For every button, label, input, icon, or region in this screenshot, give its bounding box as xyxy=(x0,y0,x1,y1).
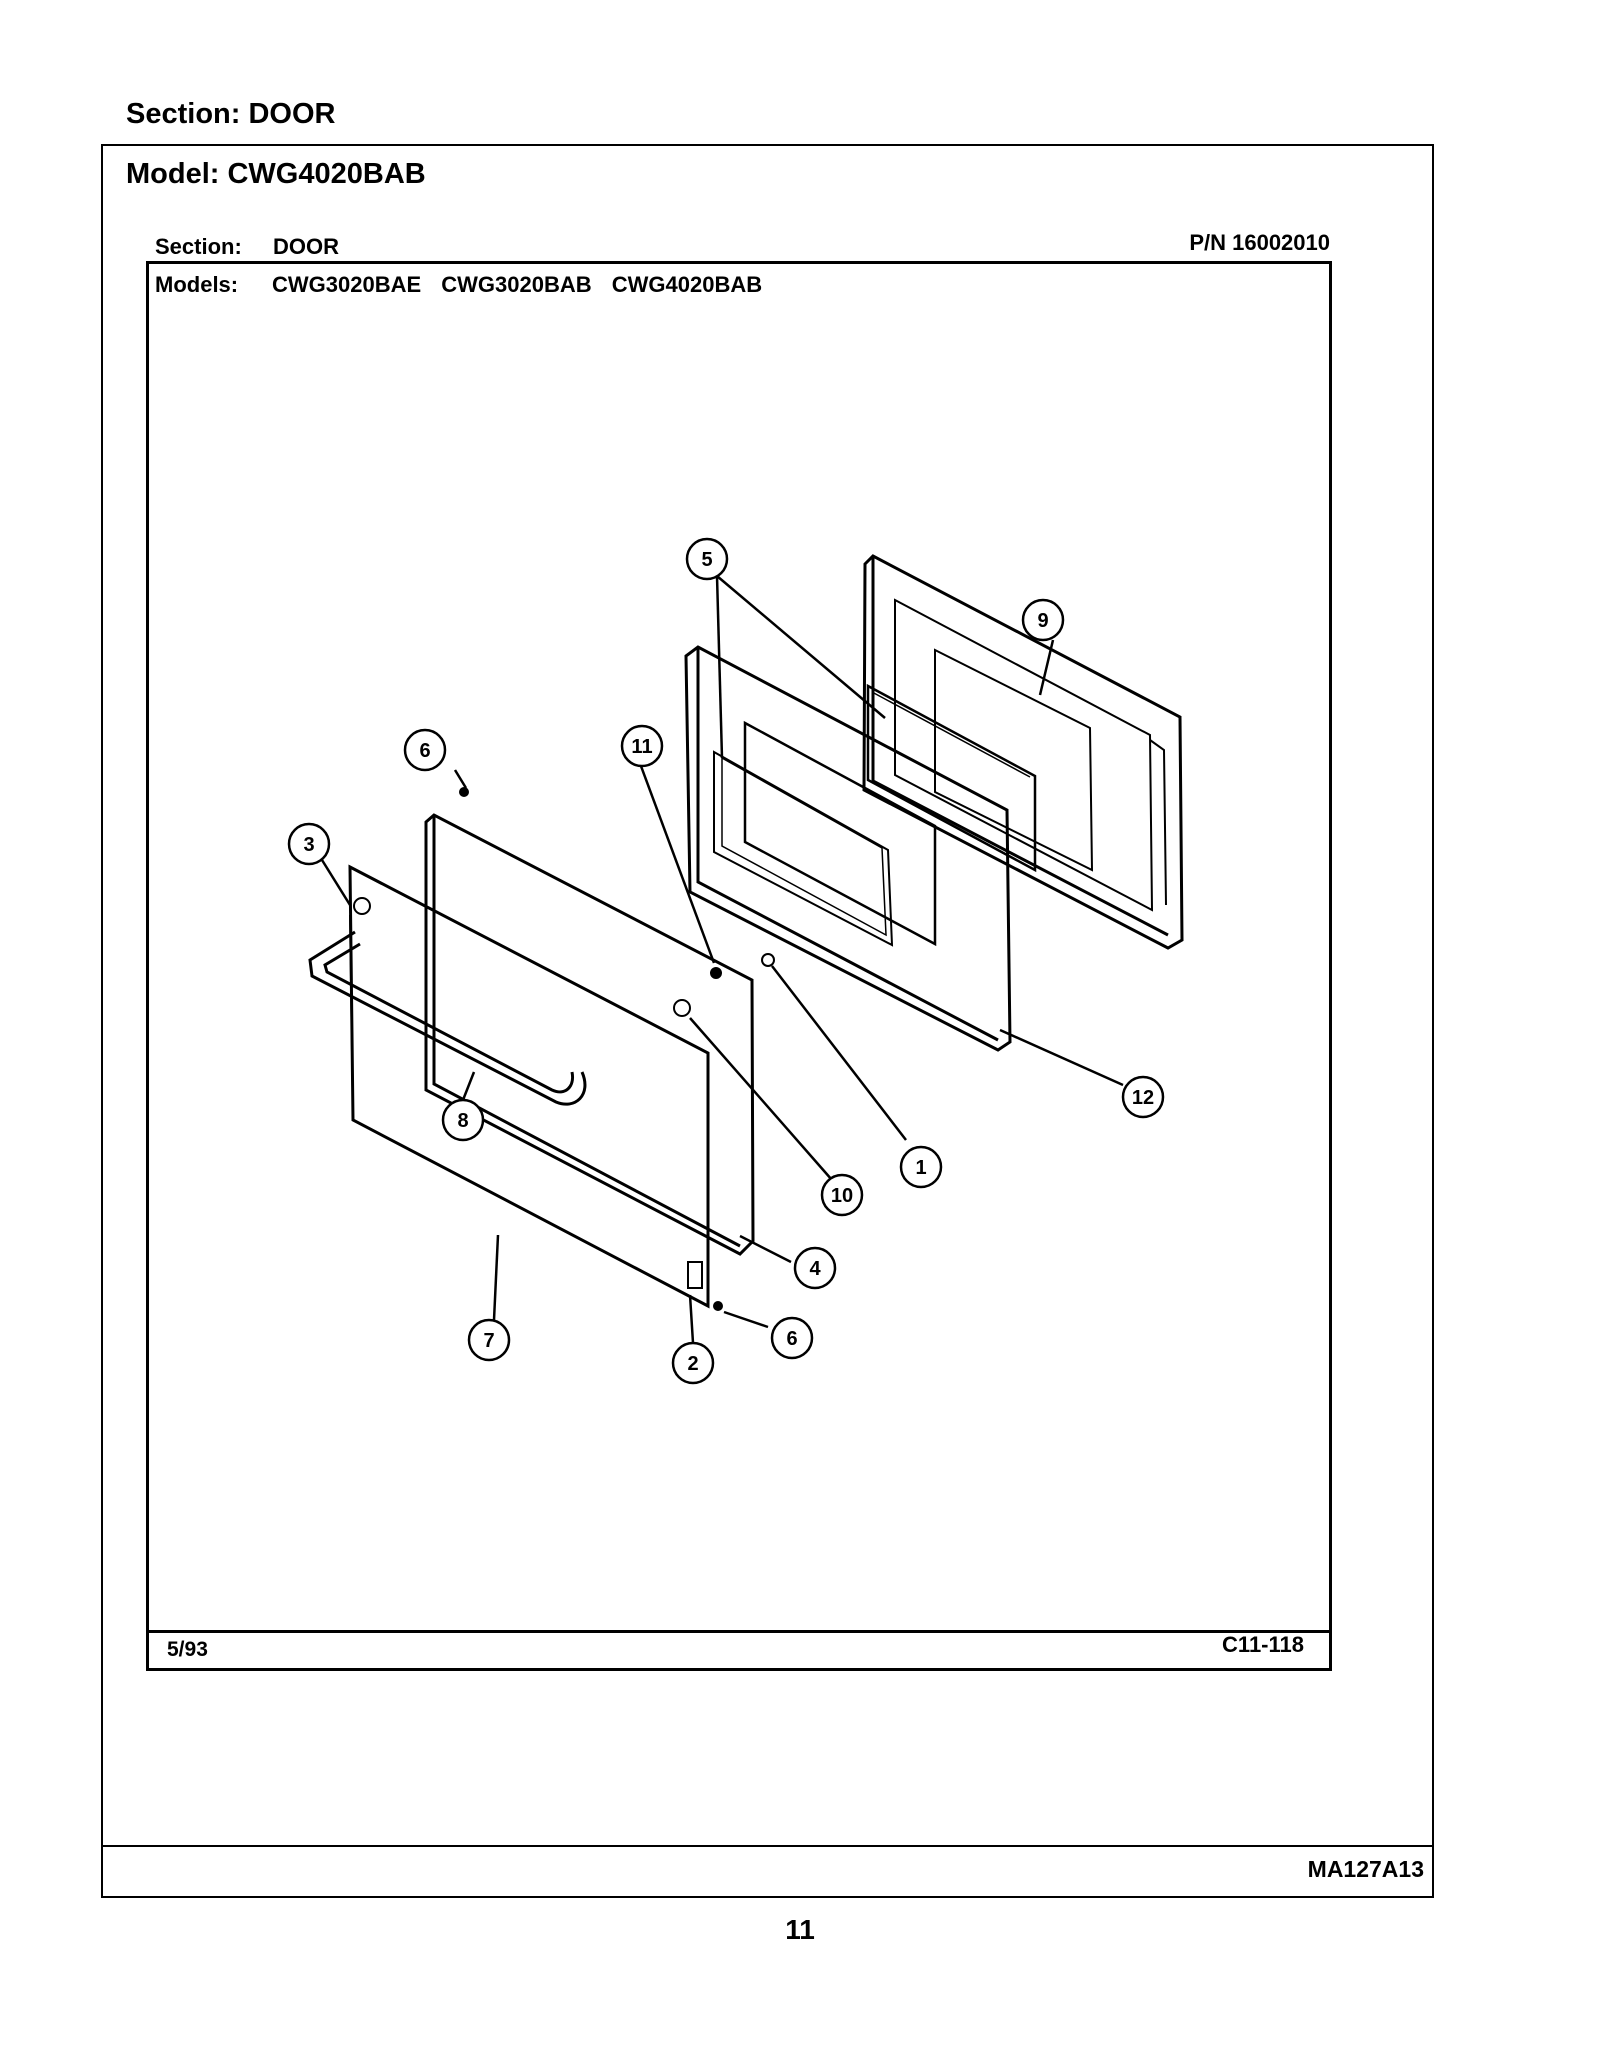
callout-5-circle xyxy=(685,537,729,581)
sheet-date: 5/93 xyxy=(167,1638,208,1661)
footer-rule xyxy=(101,1845,1434,1847)
callout-12-label: 12 xyxy=(1132,1087,1154,1109)
callout-9-label: 9 xyxy=(1037,610,1048,632)
page-model-header: Model: CWG4020BAB xyxy=(126,158,426,190)
glass-panel-part xyxy=(866,683,1037,873)
callout-12-circle xyxy=(1121,1075,1165,1119)
sheet-section-value: DOOR xyxy=(273,234,339,259)
callout-4-circle xyxy=(793,1246,837,1290)
sheet-models-label: Models: xyxy=(155,272,239,297)
inner-bottom-rule xyxy=(146,1630,1332,1633)
callout-3-circle xyxy=(287,822,331,866)
sheet-section-label: Section: xyxy=(155,234,242,259)
callout-10-circle xyxy=(820,1173,864,1217)
callout-8-circle xyxy=(441,1098,485,1142)
callout-6b-circle xyxy=(770,1316,814,1360)
callout-1-circle xyxy=(899,1145,943,1189)
callout-7-label: 7 xyxy=(483,1330,494,1352)
callout-5-label: 5 xyxy=(701,549,712,571)
callout-6a-label: 6 xyxy=(419,740,430,762)
page-section-header: Section: DOOR xyxy=(126,98,336,130)
callout-4-label: 4 xyxy=(809,1258,821,1280)
callout-7-circle xyxy=(467,1318,511,1362)
callout-2-circle xyxy=(671,1341,715,1385)
callout-6a-circle xyxy=(403,728,447,772)
callout-10-label: 10 xyxy=(831,1185,853,1207)
callout-11-label: 11 xyxy=(631,736,652,758)
callout-11-circle xyxy=(620,724,664,768)
outer-door-frame-part xyxy=(862,554,1184,950)
page-number: 11 xyxy=(785,1914,815,1945)
callout-2-label: 2 xyxy=(687,1353,698,1375)
inner-door-liner-part xyxy=(684,645,1012,1052)
inner-frame xyxy=(146,261,1332,1671)
callout-6b-label: 6 xyxy=(786,1328,797,1350)
door-handle-part xyxy=(308,930,587,1106)
callout-1-label: 1 xyxy=(915,1157,926,1179)
outer-frame xyxy=(101,144,1434,1898)
sheet-part-number: P/N 16002010 xyxy=(1189,230,1330,255)
callout-leaders xyxy=(320,575,1124,1344)
callout-circles xyxy=(287,537,1165,1385)
callout-3-label: 3 xyxy=(303,834,314,856)
callout-8-label: 8 xyxy=(457,1110,468,1132)
sheet-models-list: CWG3020BAE CWG3020BAB CWG4020BAB xyxy=(272,272,763,297)
fasteners xyxy=(353,787,775,1311)
sheet-drawing-code: C11-118 xyxy=(1222,1632,1304,1657)
callout-9-circle xyxy=(1021,598,1065,642)
footer-code: MA127A13 xyxy=(1307,1856,1424,1882)
inner-door-panel-part xyxy=(424,813,755,1256)
